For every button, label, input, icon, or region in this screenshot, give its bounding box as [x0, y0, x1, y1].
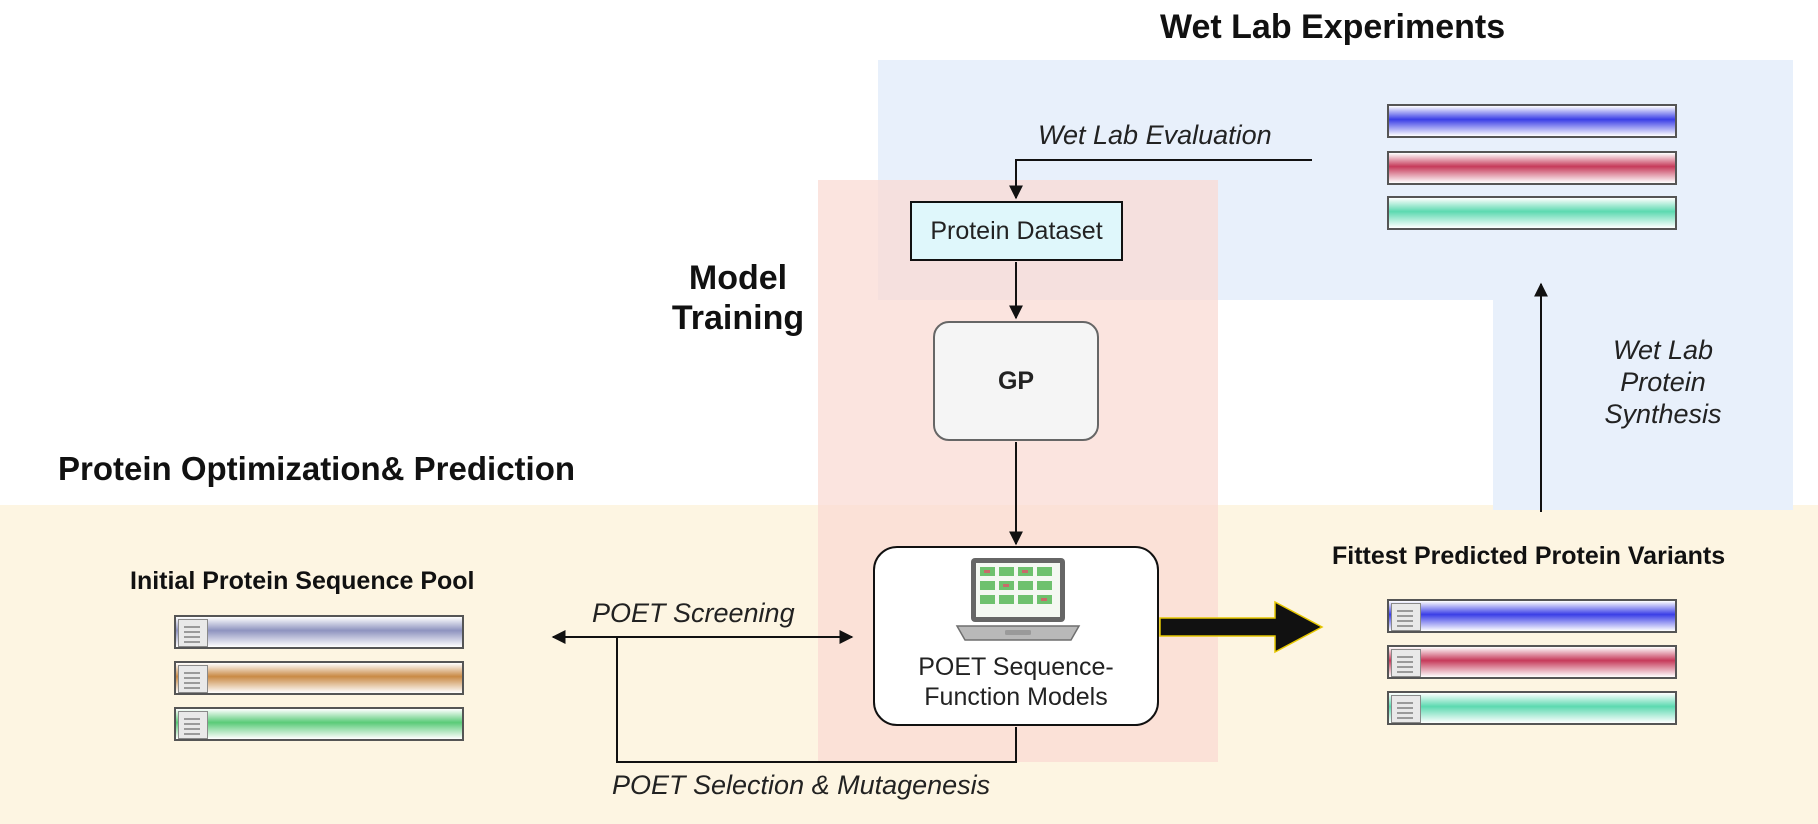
synthesis-line2: Protein: [1620, 367, 1706, 397]
wet-lab-experiments-heading: Wet Lab Experiments: [1160, 8, 1506, 46]
sequence-file-icon: [178, 619, 208, 647]
model-training-line1: Model: [688, 259, 788, 297]
sequence-file-icon: [1391, 603, 1421, 631]
wet-lab-sequence-blue: [1387, 104, 1677, 138]
sequence-file-icon: [178, 711, 208, 739]
poet-models-node: POET Sequence- Function Models: [873, 546, 1159, 726]
initial-sequence-green: [174, 707, 464, 741]
model-training-heading: Model Training: [650, 258, 826, 338]
wet-lab-synthesis-label: Wet Lab Protein Synthesis: [1580, 334, 1746, 430]
initial-pool-heading: Initial Protein Sequence Pool: [130, 567, 475, 595]
protein-dataset-node: Protein Dataset: [910, 201, 1123, 261]
wet-lab-sequence-red: [1387, 151, 1677, 185]
wet-lab-evaluation-arrow: [1009, 159, 1312, 200]
protein-optimization-heading: Protein Optimization& Prediction: [58, 450, 576, 487]
poet-screening-label: POET Screening: [592, 598, 795, 628]
fittest-sequence-blue: [1387, 599, 1677, 633]
fittest-sequence-teal: [1387, 691, 1677, 725]
laptop-icon: [955, 558, 1081, 641]
initial-sequence-slate: [174, 615, 464, 649]
output-arrow: [1159, 600, 1324, 654]
model-training-line2: Training: [671, 299, 805, 337]
initial-sequence-orange: [174, 661, 464, 695]
poet-selection-line: [616, 637, 1017, 763]
poet-models-line2: Function Models: [924, 683, 1108, 711]
synthesis-line1: Wet Lab: [1612, 335, 1714, 365]
wet-lab-evaluation-label: Wet Lab Evaluation: [1038, 120, 1272, 150]
poet-models-line1: POET Sequence-: [918, 653, 1114, 681]
synthesis-line3: Synthesis: [1604, 399, 1722, 429]
fittest-variants-heading: Fittest Predicted Protein Variants: [1332, 542, 1726, 570]
sequence-file-icon: [1391, 649, 1421, 677]
poet-selection-label: POET Selection & Mutagenesis: [612, 770, 991, 800]
sequence-file-icon: [1391, 695, 1421, 723]
fittest-sequence-red: [1387, 645, 1677, 679]
wet-lab-region-right: [1493, 300, 1793, 510]
gp-node: GP: [933, 321, 1099, 441]
wet-lab-sequence-teal: [1387, 196, 1677, 230]
sequence-file-icon: [178, 665, 208, 693]
